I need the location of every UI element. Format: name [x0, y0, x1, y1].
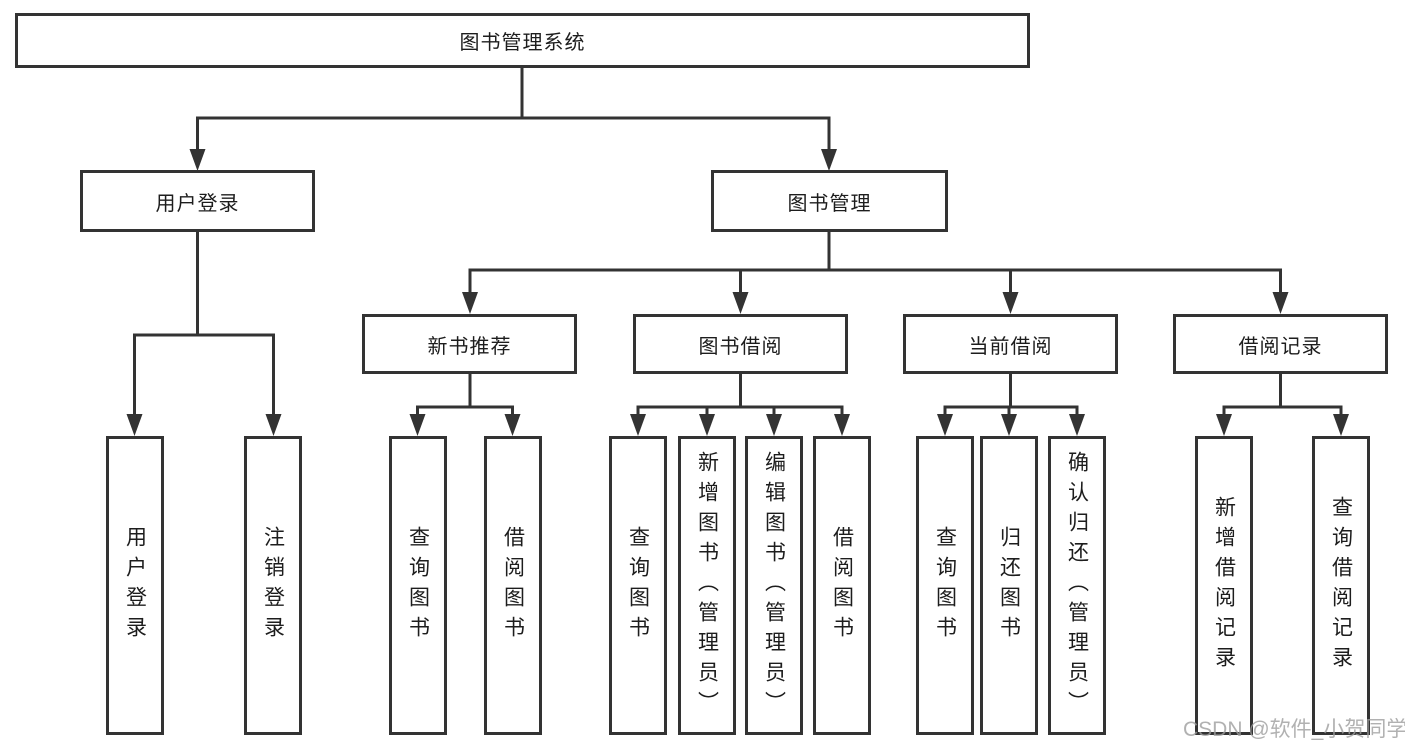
- arrowhead: [1069, 414, 1085, 436]
- arrowhead: [409, 414, 426, 436]
- leaf-logout-label: 注销登录: [261, 525, 285, 646]
- leaf-add-book-admin-label: 新增图书（管理员）: [695, 450, 719, 721]
- node-new-book-recommend: 新书推荐: [362, 314, 577, 374]
- leaf-add-borrow-record: 新增借阅记录: [1195, 436, 1253, 735]
- arrowhead: [834, 414, 850, 436]
- node-book-borrow-label: 图书借阅: [698, 335, 783, 358]
- leaf-confirm-return-admin-label: 确认归还（管理员）: [1065, 450, 1089, 721]
- leaf-query-borrow-record: 查询借阅记录: [1312, 436, 1370, 735]
- leaf-borrow-books-recommend: 借阅图书: [484, 436, 542, 735]
- arrowhead: [504, 414, 521, 436]
- leaf-return-book-label: 归还图书: [997, 525, 1021, 646]
- node-borrow-records: 借阅记录: [1173, 314, 1388, 374]
- node-book-borrow: 图书借阅: [633, 314, 848, 374]
- leaf-borrow-books-2: 借阅图书: [813, 436, 871, 735]
- arrowhead: [1333, 414, 1349, 436]
- arrowhead: [1216, 414, 1232, 436]
- arrowhead: [766, 414, 782, 436]
- leaf-confirm-return-admin: 确认归还（管理员）: [1048, 436, 1106, 735]
- arrowhead: [699, 414, 715, 436]
- node-root-label: 图书管理系统: [459, 32, 586, 54]
- leaf-edit-book-admin: 编辑图书（管理员）: [745, 436, 803, 735]
- node-book-management: 图书管理: [711, 170, 948, 232]
- leaf-query-books-recommend: 查询图书: [389, 436, 447, 735]
- leaf-borrow-books-2-label: 借阅图书: [830, 525, 854, 646]
- leaf-query-books-current: 查询图书: [916, 436, 974, 735]
- arrowhead: [462, 292, 478, 314]
- leaf-edit-book-admin-label: 编辑图书（管理员）: [762, 450, 786, 721]
- leaf-query-books-recommend-label: 查询图书: [406, 525, 430, 646]
- arrowhead: [126, 414, 143, 436]
- node-current-borrow-label: 当前借阅: [968, 335, 1053, 358]
- node-user-login-label: 用户登录: [155, 192, 240, 215]
- arrowhead: [630, 414, 646, 436]
- arrowhead: [1002, 292, 1019, 314]
- arrowhead: [1001, 414, 1017, 436]
- node-root: 图书管理系统: [15, 13, 1030, 68]
- leaf-query-books-borrow-label: 查询图书: [626, 525, 650, 646]
- arrowhead: [937, 414, 953, 436]
- node-new-book-recommend-label: 新书推荐: [427, 335, 512, 358]
- leaf-user-login: 用户登录: [106, 436, 164, 735]
- node-current-borrow: 当前借阅: [903, 314, 1118, 374]
- leaf-add-borrow-record-label: 新增借阅记录: [1212, 495, 1236, 676]
- leaf-query-books-borrow: 查询图书: [609, 436, 667, 735]
- leaf-return-book: 归还图书: [980, 436, 1038, 735]
- arrowhead-group: [126, 149, 1349, 436]
- arrowhead: [1272, 292, 1289, 314]
- arrowhead: [265, 414, 282, 436]
- leaf-borrow-books-recommend-label: 借阅图书: [501, 525, 525, 646]
- arrowhead: [732, 292, 749, 314]
- arrowhead: [189, 149, 206, 171]
- node-book-management-label: 图书管理: [787, 192, 872, 215]
- node-borrow-records-label: 借阅记录: [1238, 335, 1323, 358]
- watermark: CSDN @软件_小贺同学: [1183, 718, 1405, 741]
- leaf-query-borrow-record-label: 查询借阅记录: [1329, 495, 1353, 676]
- node-user-login: 用户登录: [80, 170, 315, 232]
- leaf-user-login-label: 用户登录: [123, 525, 147, 646]
- leaf-add-book-admin: 新增图书（管理员）: [678, 436, 736, 735]
- leaf-logout: 注销登录: [244, 436, 302, 735]
- arrowhead: [821, 149, 837, 171]
- leaf-query-books-current-label: 查询图书: [933, 525, 957, 646]
